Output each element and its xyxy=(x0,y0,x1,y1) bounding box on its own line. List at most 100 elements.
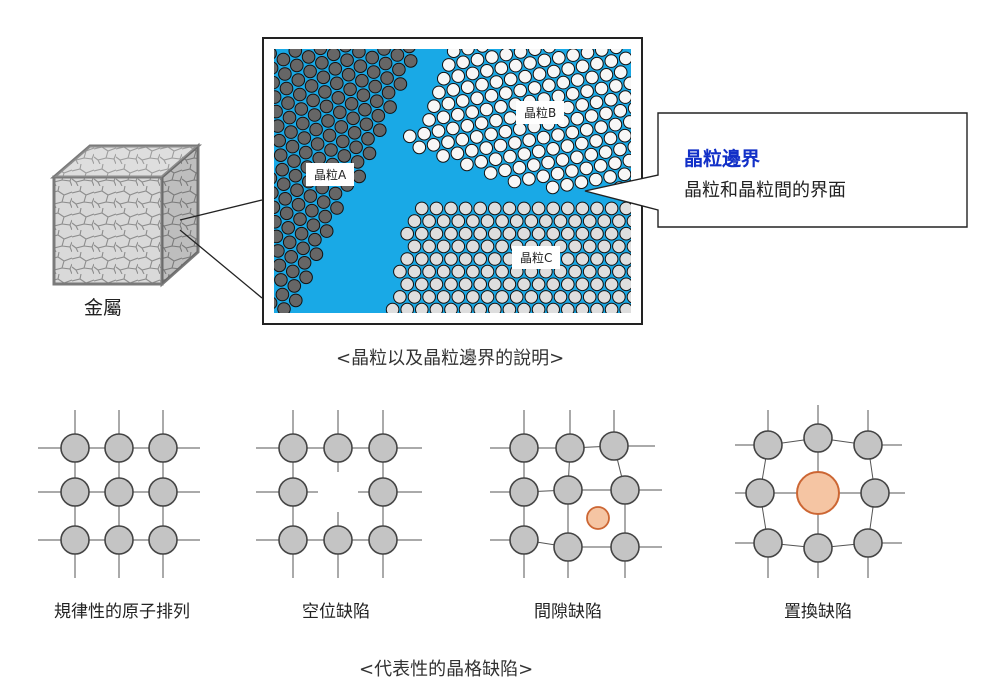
grain-b-atom xyxy=(483,166,498,180)
grain-b-atom xyxy=(594,120,608,134)
grain-c-atom xyxy=(407,214,422,228)
grain-a-atom xyxy=(305,203,319,218)
grain-a-atom xyxy=(301,50,316,64)
grain-a-atom xyxy=(356,88,371,103)
grain-b-atom xyxy=(551,128,565,142)
grain-b-atom xyxy=(455,132,470,147)
grain-b-atom xyxy=(579,123,594,137)
grain-b-atom xyxy=(446,49,461,58)
grain-a-atom xyxy=(340,53,354,67)
grain-b-atom xyxy=(598,145,613,159)
grain-b-atom xyxy=(575,98,590,112)
grain-c-atom xyxy=(415,252,429,266)
grain-a-atom xyxy=(279,206,294,221)
grain-c-atom xyxy=(400,277,414,292)
interstitial-lattice-atom xyxy=(509,477,539,507)
grain-c-atom xyxy=(582,239,597,254)
grain-b-atom xyxy=(494,61,509,76)
grain-c-atom xyxy=(575,252,590,266)
caption-lattice-defects: <代表性的晶格缺陷> xyxy=(359,659,534,680)
grain-a-atom xyxy=(278,192,292,206)
vacancy-lattice-atom xyxy=(323,433,353,463)
grain-a-atom xyxy=(359,117,374,132)
grain-a-atom xyxy=(371,108,386,123)
grain-c-atom xyxy=(546,302,560,313)
grain-a-atom xyxy=(279,81,294,96)
grain-a-atom xyxy=(297,131,312,145)
grain-c-atom xyxy=(553,214,568,228)
grain-c-label: 晶粒C xyxy=(512,246,561,269)
grain-a-atom xyxy=(313,49,328,56)
grain-b-atom xyxy=(484,127,498,142)
grain-a-atom xyxy=(390,49,405,62)
grain-c-atom xyxy=(524,290,539,304)
defect-label-substitutional: 置換缺陷 xyxy=(784,602,852,622)
grain-a-atom xyxy=(306,218,321,232)
grain-a-atom xyxy=(274,61,279,75)
grain-b-atom xyxy=(536,169,551,184)
grain-a-atom xyxy=(308,232,322,247)
grain-b-atom xyxy=(570,111,585,126)
grain-b-atom xyxy=(503,111,518,125)
grain-a-atom xyxy=(296,241,310,256)
grain-c-atom xyxy=(415,226,429,241)
grain-a-atom xyxy=(309,247,324,261)
grain-a-atom xyxy=(296,116,310,131)
grain-c-atom xyxy=(590,302,604,313)
grain-b-atom xyxy=(480,63,494,78)
grain-a-atom xyxy=(365,50,379,65)
grain-b-atom xyxy=(590,56,604,71)
grain-c-atom xyxy=(488,226,502,241)
grain-b-atom xyxy=(493,138,508,153)
grain-c-atom xyxy=(582,290,597,304)
grain-b-atom xyxy=(508,136,522,150)
grain-b-atom xyxy=(584,109,599,123)
grain-b-atom xyxy=(599,68,614,82)
grain-b-atom xyxy=(485,50,499,64)
grain-c-atom xyxy=(575,226,590,241)
grain-c-atom xyxy=(626,214,631,228)
grain-a-atom xyxy=(297,256,312,270)
grain-a-atom xyxy=(274,90,282,104)
grain-a-atom xyxy=(352,169,366,184)
grain-a-atom xyxy=(373,123,387,137)
grain-c-atom xyxy=(502,302,517,313)
grain-a-atom xyxy=(352,49,366,59)
grain-a-atom xyxy=(274,215,282,229)
grain-a-atom xyxy=(274,119,285,133)
grain-c-atom xyxy=(561,277,575,292)
substitutional-atom xyxy=(796,471,840,515)
grain-c-atom xyxy=(546,201,561,216)
grain-a-atom xyxy=(274,148,288,162)
interstitial-lattice-atom xyxy=(553,532,583,562)
grain-c-atom xyxy=(546,277,561,292)
grain-a-atom xyxy=(337,149,352,163)
grain-b-atom xyxy=(455,94,470,108)
grain-b-atom xyxy=(565,125,580,140)
grain-a-atom xyxy=(370,94,384,109)
grain-c-atom xyxy=(604,277,619,292)
metal-cube-illustration xyxy=(50,142,203,288)
grain-b-atom xyxy=(560,139,575,153)
grain-b-atom xyxy=(479,102,494,117)
grain-b-atom xyxy=(436,110,451,125)
grain-c-atom xyxy=(458,201,473,216)
grain-b-atom xyxy=(608,156,622,170)
grain-c-atom xyxy=(597,214,612,228)
grain-c-atom xyxy=(619,226,631,241)
grain-b-atom xyxy=(603,170,617,184)
grain-a-atom xyxy=(281,221,295,235)
grain-a-atom xyxy=(274,104,283,119)
grain-c-atom xyxy=(436,214,451,228)
grain-c-atom xyxy=(568,239,582,254)
grain-c-atom xyxy=(597,290,612,304)
grain-a-atom xyxy=(349,140,363,155)
grain-a-atom xyxy=(309,122,323,137)
grain-c-atom xyxy=(546,226,561,241)
grain-b-atom xyxy=(479,141,493,155)
grain-c-atom xyxy=(604,226,619,241)
grain-b-atom xyxy=(542,78,556,93)
grain-c-atom xyxy=(458,252,473,266)
grain-c-atom xyxy=(415,201,429,216)
regular-atom xyxy=(148,525,178,555)
